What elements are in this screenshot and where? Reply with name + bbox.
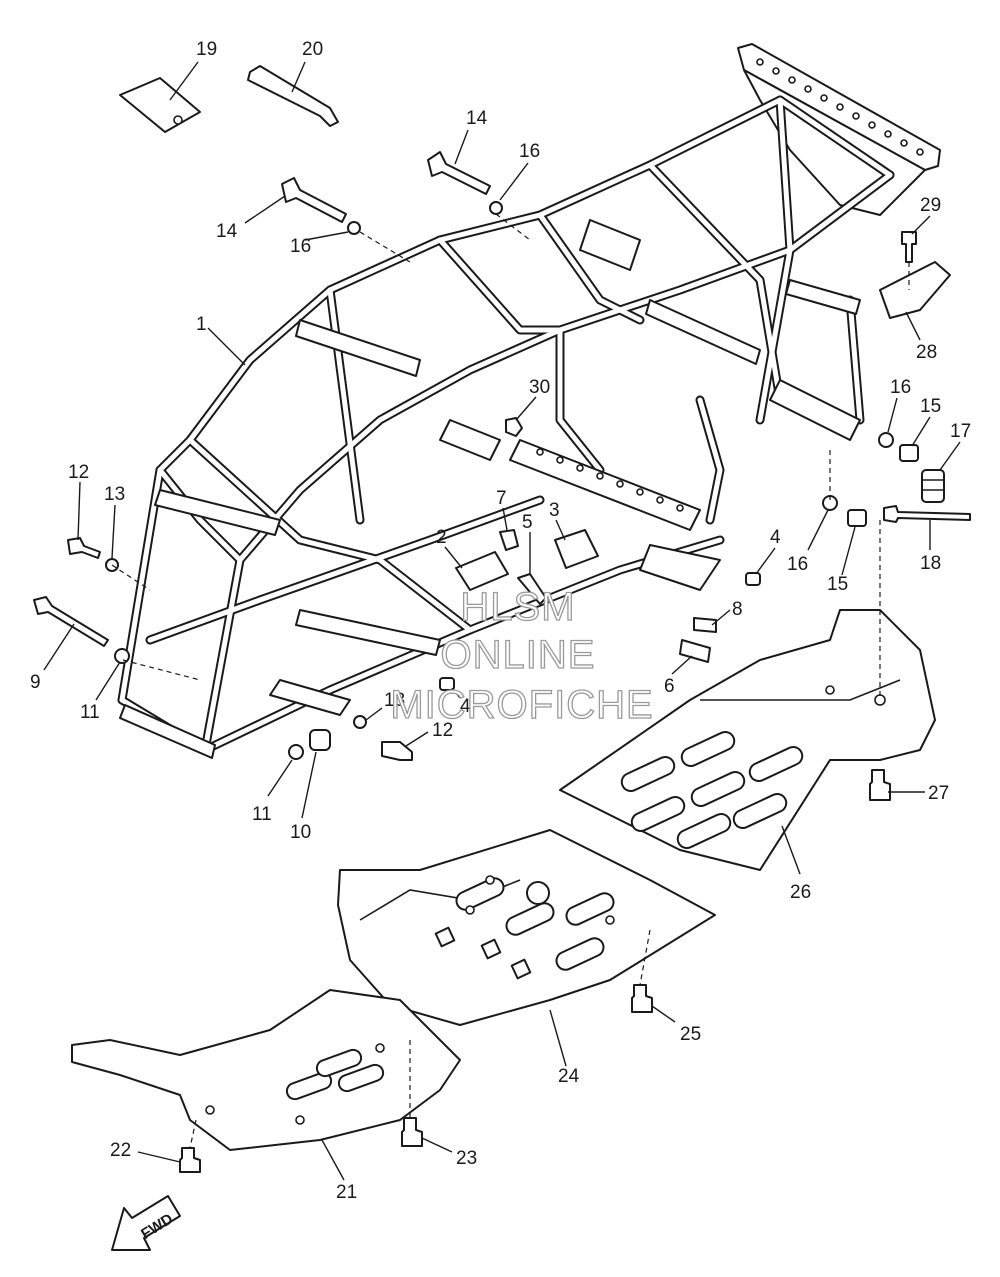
part-4-nut-center (439, 677, 455, 691)
rear-carrier-holes (756, 58, 924, 156)
watermark-line-2: ONLINE (441, 633, 596, 677)
part-15-nut-a (899, 444, 919, 462)
fwd-arrow-icon: FWD (111, 1195, 181, 1251)
part-2-bracket (455, 551, 509, 591)
watermark-line-1: HLSM (460, 585, 575, 629)
callout-27: 27 (928, 783, 949, 804)
callout-6: 6 (664, 676, 675, 697)
callout-15-right-b: 15 (827, 574, 848, 595)
callout-19: 19 (196, 39, 217, 60)
callout-4-center: 4 (460, 696, 471, 717)
callout-15-right-a: 15 (920, 396, 941, 417)
left-side-rail (154, 489, 281, 536)
part-9-bolt (33, 596, 109, 647)
leader-lines (43, 61, 961, 1181)
part-15-nut-b (847, 509, 867, 527)
part-13-washer-lower (353, 715, 367, 729)
center-rail-holes (536, 448, 684, 512)
part-12-bolt-lower (381, 741, 413, 761)
callout-3: 3 (549, 500, 560, 521)
callout-17: 17 (950, 421, 971, 442)
callout-24: 24 (558, 1066, 580, 1087)
callout-4-right: 4 (770, 527, 781, 548)
part-12-bolt-left (67, 537, 101, 559)
callout-12-lower: 12 (432, 720, 453, 741)
callout-16-right-b: 16 (787, 554, 808, 575)
callout-25: 25 (680, 1024, 701, 1045)
callout-12-left: 12 (68, 462, 89, 483)
upper-cross-rail (295, 319, 421, 377)
part-23-bolt (401, 1117, 423, 1147)
part-16-washer-a (489, 201, 503, 215)
part-3-bracket (554, 529, 599, 569)
part-17-collar (921, 469, 945, 503)
callout-20: 20 (302, 39, 323, 60)
part-8-bolt (693, 617, 717, 633)
callout-21: 21 (336, 1182, 357, 1203)
front-lower-rail (119, 704, 216, 759)
part-30-bolt (505, 417, 523, 437)
part-16-washer-b (347, 221, 361, 235)
part-5-bolt (517, 573, 547, 605)
engine-mount-bracket (439, 419, 501, 461)
part-16-washer-c (878, 432, 894, 448)
part-6-bolt (679, 639, 711, 663)
watermark-line-3: MICROFICHE (390, 683, 653, 727)
callout-16-lower: 16 (290, 236, 311, 257)
callout-7: 7 (496, 488, 507, 509)
part-27-bolt (869, 769, 891, 801)
callout-18: 18 (920, 553, 941, 574)
callout-13-left: 13 (104, 484, 125, 505)
part-4-nut-right (745, 572, 761, 586)
part-25-bolt (631, 984, 653, 1013)
foot-bracket (639, 544, 721, 591)
part-20-pin (247, 65, 339, 127)
callout-9: 9 (30, 672, 41, 693)
part-10-collar (309, 729, 331, 751)
frame-assembly (117, 43, 941, 759)
callout-13-lower: 13 (384, 690, 405, 711)
callout-1: 1 (196, 314, 207, 335)
callout-10: 10 (290, 822, 311, 843)
part-18-long-bolt (883, 505, 971, 523)
rear-lower-bracket (769, 379, 861, 441)
part-21-front-skid-plate (71, 989, 461, 1151)
part-11-washer-left (114, 648, 130, 664)
callout-16-right-a: 16 (890, 377, 911, 398)
part-19-label-plate (119, 77, 201, 133)
callout-23: 23 (456, 1148, 477, 1169)
rear-right-rail (785, 279, 861, 315)
part-14-bolt-lower (281, 177, 347, 223)
rear-cross-rail (645, 299, 761, 365)
callouts: 19 20 14 16 14 16 1 29 28 30 16 15 17 12… (30, 39, 971, 1203)
callout-30: 30 (529, 377, 550, 398)
part-24-center-skid-plate (337, 829, 716, 1026)
part-14-bolt-upper (427, 151, 491, 195)
part-11-washer-lower (288, 744, 304, 760)
watermark: HLSM ONLINE MICROFICHE (390, 584, 654, 727)
callout-8: 8 (732, 599, 743, 620)
callout-28: 28 (916, 342, 937, 363)
callout-29: 29 (920, 195, 941, 216)
part-28-bracket (879, 261, 951, 319)
part-7-bolt (499, 529, 519, 551)
callout-2: 2 (436, 527, 447, 548)
part-22-bolt (179, 1147, 201, 1173)
callout-11-lower: 11 (252, 804, 272, 825)
callout-5: 5 (522, 512, 533, 533)
callout-14-upper: 14 (466, 108, 488, 129)
seat-rail-bracket (579, 219, 641, 271)
frame-tubes (117, 95, 895, 755)
callout-14-lower: 14 (216, 221, 238, 242)
middle-lower-rail (295, 609, 441, 656)
callout-26: 26 (790, 882, 811, 903)
part-26-rear-skid-plate (559, 609, 936, 871)
callout-16-upper: 16 (519, 141, 540, 162)
lower-left-bracket (269, 679, 351, 716)
callout-11-left: 11 (80, 702, 100, 723)
callout-22: 22 (110, 1140, 131, 1161)
part-29-bolt (901, 231, 917, 263)
